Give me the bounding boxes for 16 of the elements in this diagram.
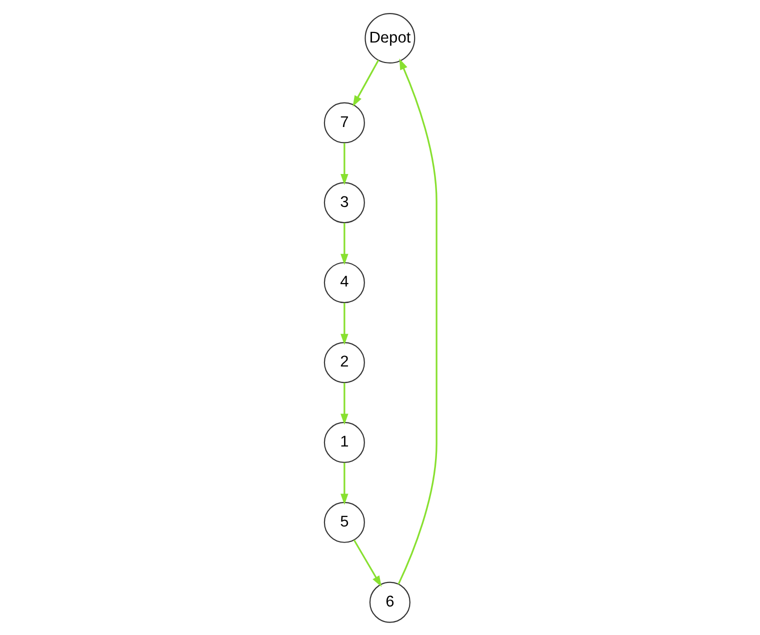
node-circle: Depot (364, 12, 415, 63)
arrow (352, 59, 379, 106)
node-circle: 4 (323, 262, 364, 303)
arrow (340, 142, 348, 185)
node-circle: 3 (323, 182, 364, 223)
node-circle: 1 (323, 421, 364, 462)
node-circle: 5 (323, 501, 364, 542)
arrow (397, 58, 437, 584)
arrow (340, 382, 348, 424)
arrow (340, 462, 348, 504)
node-circle: 7 (323, 102, 364, 143)
node-circle: 6 (368, 581, 410, 622)
arrow (340, 302, 348, 344)
arrow (352, 539, 382, 586)
node-circle: 2 (323, 342, 364, 383)
arrow (340, 222, 348, 265)
